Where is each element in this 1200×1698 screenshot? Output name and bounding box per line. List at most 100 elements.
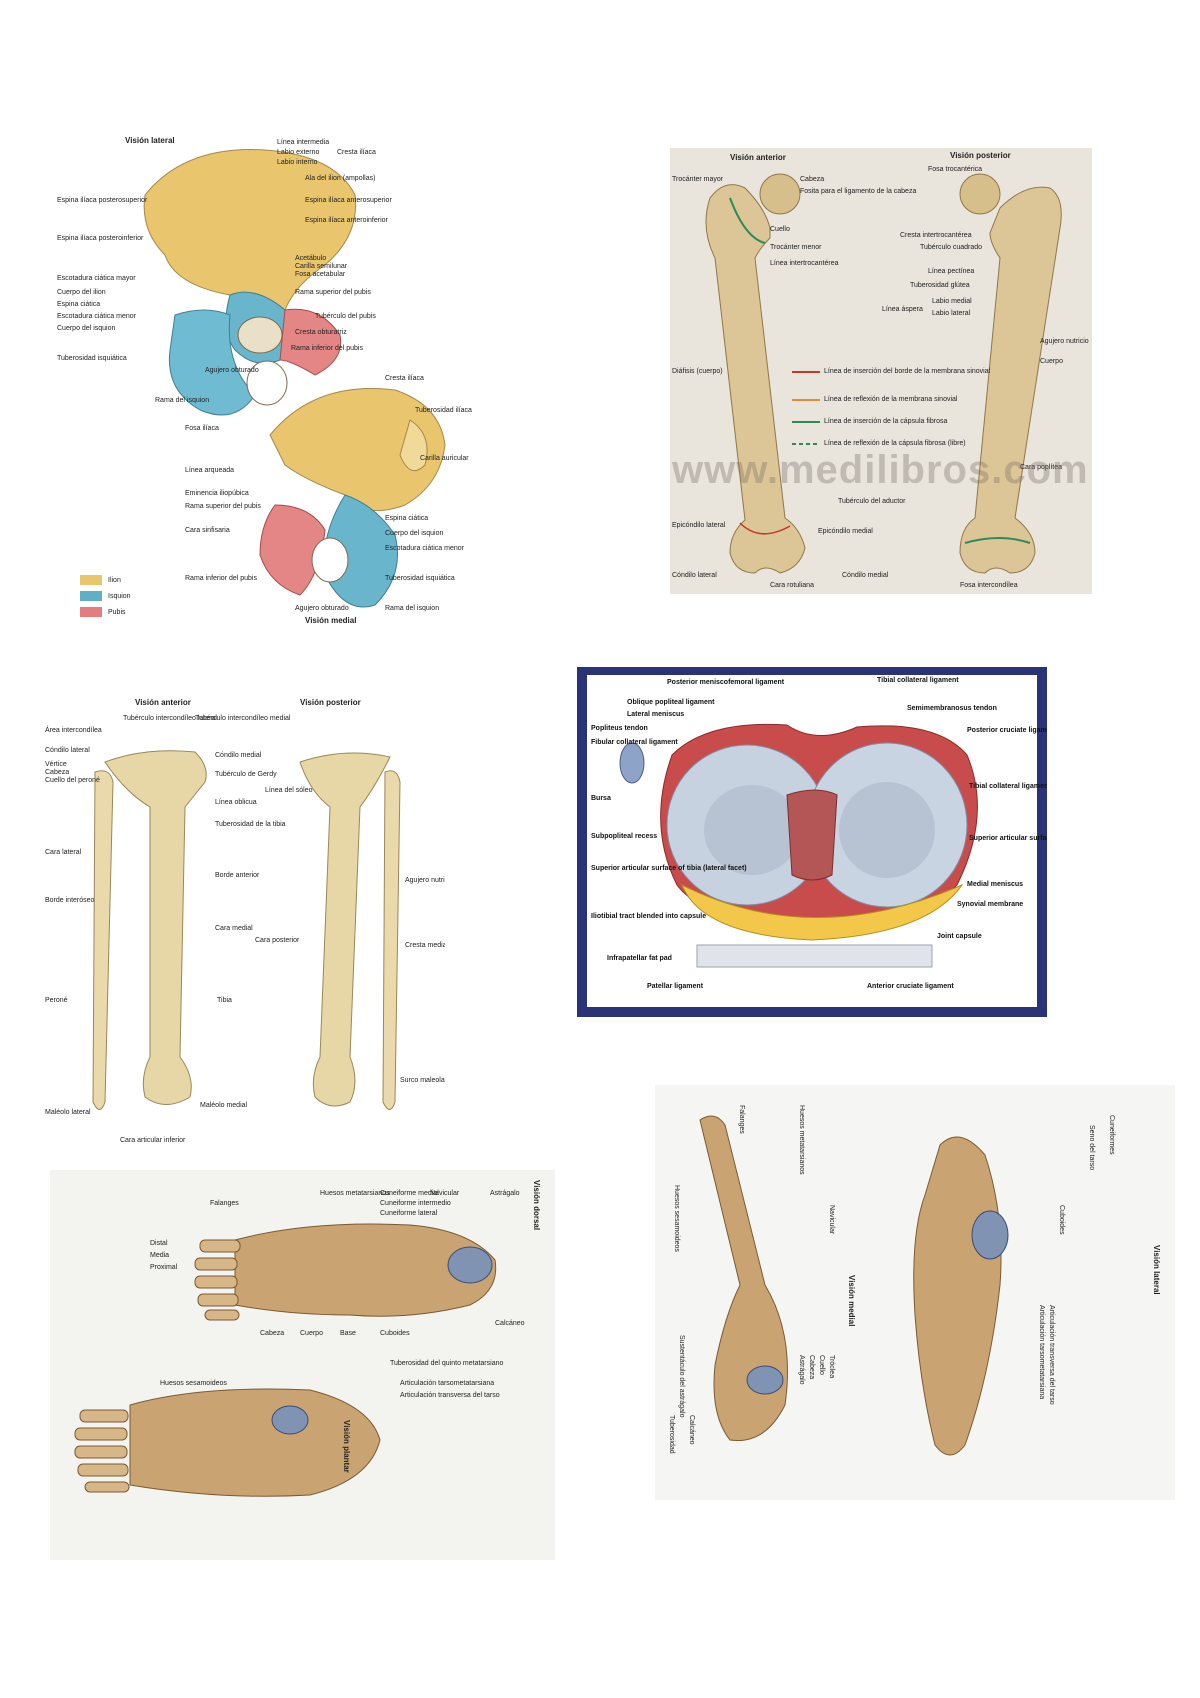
anatomy-label: Cuerpo del ilion: [57, 289, 106, 296]
anatomy-label: Cuboides: [380, 1330, 410, 1337]
view-title: Visión medial: [847, 1275, 856, 1327]
anatomy-label: Joint capsule: [937, 933, 982, 940]
foot-medial-lateral-illustration: [699, 1115, 1009, 1456]
anatomy-label: Espina ciática: [57, 301, 101, 308]
anatomy-label: Escotadura ciática menor: [57, 313, 136, 320]
legend-label: Pubis: [108, 608, 126, 616]
anatomy-label: Trocánter menor: [770, 244, 822, 251]
anatomy-label: Fosita para el ligamento de la cabeza: [800, 188, 917, 195]
anatomy-label: Espina ilíaca posterosuperior: [57, 197, 148, 204]
anatomy-label: Cuneiformes: [1108, 1115, 1115, 1155]
anatomy-label: Huesos sesamoideos: [673, 1185, 680, 1252]
anatomy-label: Fosa ilíaca: [185, 425, 219, 432]
anatomy-label: Tubérculo del aductor: [838, 498, 906, 505]
anatomy-label: Carilla auricular: [420, 455, 469, 462]
anatomy-label: Labio externo: [277, 149, 320, 156]
anatomy-label: Cóndilo medial: [842, 572, 889, 579]
anatomy-label: Peroné: [45, 997, 68, 1004]
anatomy-label: Maléolo lateral: [45, 1109, 91, 1116]
femur-illustration: [705, 173, 1062, 574]
anatomy-label: Cuello: [770, 226, 790, 233]
anatomy-label: Escotadura ciática mayor: [57, 275, 136, 282]
anatomy-label: Cara medial: [215, 925, 253, 932]
anatomy-label: Patellar ligament: [647, 983, 704, 990]
anatomy-label: Cara sinfisaria: [185, 527, 230, 534]
anatomy-label: Tuberosidad isquiática: [385, 575, 455, 582]
anatomy-label: Astrágalo: [490, 1190, 520, 1197]
anatomy-label: Espina ilíaca posteroinferior: [57, 235, 144, 242]
view-title: Visión lateral: [1152, 1245, 1161, 1295]
legend-label: Línea de inserción de la cápsula fibrosa: [824, 418, 948, 425]
anatomy-label: Cabeza: [260, 1330, 285, 1337]
anatomy-label: Tubérculo cuadrado: [920, 244, 983, 251]
anatomy-label: Carilla semilunar: [295, 263, 348, 270]
anatomy-label: Línea intermedia: [277, 139, 330, 146]
anatomy-label: Navicular: [430, 1190, 460, 1197]
anatomy-label: Synovial membrane: [957, 901, 1024, 908]
anatomy-label: Labio lateral: [932, 310, 971, 317]
view-title: Visión posterior: [300, 698, 361, 707]
hip-bone-illustration: [143, 149, 446, 608]
foot-medial-lateral-panel: Visión medial Visión lateral Falanges Hu…: [655, 1085, 1175, 1500]
anatomy-label: Cuello del peroné: [45, 777, 100, 784]
anatomy-label: Cara rotuliana: [770, 582, 814, 589]
anatomy-label: Epicóndilo lateral: [672, 522, 726, 529]
foot-dorsal-plantar-panel: Visión dorsal Visión plantar Falanges Di…: [50, 1170, 555, 1560]
anatomy-label: Espina ciática: [385, 515, 429, 522]
anatomy-label: Eminencia iliopúbica: [185, 490, 249, 497]
anatomy-label: Iliotibial tract blended into capsule: [591, 913, 707, 920]
view-title: Visión dorsal: [532, 1180, 541, 1231]
tibia-fibula-panel: Visión anterior Visión posterior Área in…: [45, 697, 445, 1152]
anatomy-label: Posterior meniscofemoral ligament: [667, 679, 785, 686]
anatomy-label: Cuello: [818, 1355, 825, 1375]
hip-bone-panel: Visión lateral Visión medial Línea inter…: [55, 135, 495, 675]
anatomy-label: Tuberosidad glútea: [910, 282, 970, 289]
anatomy-label: Línea arqueada: [185, 467, 235, 474]
anatomy-label: Escotadura ciática menor: [385, 545, 464, 552]
anatomy-label: Rama superior del pubis: [295, 289, 371, 296]
view-title: Visión medial: [305, 616, 357, 625]
anatomy-label: Falanges: [738, 1105, 745, 1134]
anatomy-label: Cuerpo del isquion: [57, 325, 116, 332]
legend-swatch: [80, 607, 102, 617]
anatomy-label: Rama inferior del pubis: [185, 575, 257, 582]
anatomy-label: Articulación tarsometatarsiana: [1038, 1305, 1045, 1400]
anatomy-label: Agujero nutricio: [405, 877, 445, 884]
legend-label: Línea de reflexión de la membrana sinovi…: [824, 396, 958, 403]
view-title: Visión plantar: [342, 1420, 351, 1473]
anatomy-label: Superior articular surface of tibia (med…: [969, 835, 1047, 842]
knee-panel: Posterior meniscofemoral ligament Tibial…: [577, 667, 1047, 1017]
anatomy-label: Borde anterior: [215, 872, 260, 879]
anatomy-label: Bursa: [591, 795, 611, 802]
anatomy-label: Cuerpo del isquion: [385, 530, 444, 537]
anatomy-label: Subpopliteal recess: [591, 833, 658, 840]
anatomy-label: Línea del sóleo: [265, 787, 313, 794]
view-title: Visión lateral: [125, 136, 175, 145]
anatomy-label: Cara posterior: [255, 937, 300, 944]
anatomy-label: Cara lateral: [45, 849, 82, 856]
anatomy-label: Superior articular surface of tibia (lat…: [591, 865, 747, 872]
anatomy-label: Semimembranosus tendon: [907, 705, 997, 712]
anatomy-label: Cresta obturatriz: [295, 329, 347, 336]
knee-illustration: [619, 723, 978, 968]
anatomy-label: Base: [340, 1330, 356, 1337]
anatomy-label: Espina ilíaca anterosuperior: [305, 197, 392, 204]
anatomy-label: Calcáneo: [688, 1415, 695, 1445]
anatomy-label: Tuberosidad: [668, 1415, 675, 1454]
watermark: www.medilibros.com: [672, 448, 1089, 492]
anatomy-label: Huesos metatarsianos: [798, 1105, 805, 1175]
femur-panel: Visión anterior Visión posterior Trocánt…: [670, 148, 1092, 594]
anatomy-label: Tuberosidad ilíaca: [415, 407, 472, 414]
anatomy-label: Tuberosidad isquiática: [57, 355, 127, 362]
anatomy-label: Popliteus tendon: [591, 725, 648, 732]
anatomy-label: Labio interno: [277, 159, 318, 166]
anatomy-label: Astrágalo: [798, 1355, 805, 1385]
anatomy-label: Tuberosidad de la tibia: [215, 821, 286, 828]
anatomy-label: Huesos sesamoideos: [160, 1380, 227, 1387]
anatomy-label: Rama del isquion: [385, 605, 440, 612]
anatomy-label: Rama superior del pubis: [185, 503, 261, 510]
anatomy-label: Navicular: [828, 1205, 835, 1235]
anatomy-label: Cresta ilíaca: [385, 375, 424, 382]
legend-swatch: [80, 575, 102, 585]
foot-dorsal-plantar-illustration: [74, 1223, 497, 1497]
